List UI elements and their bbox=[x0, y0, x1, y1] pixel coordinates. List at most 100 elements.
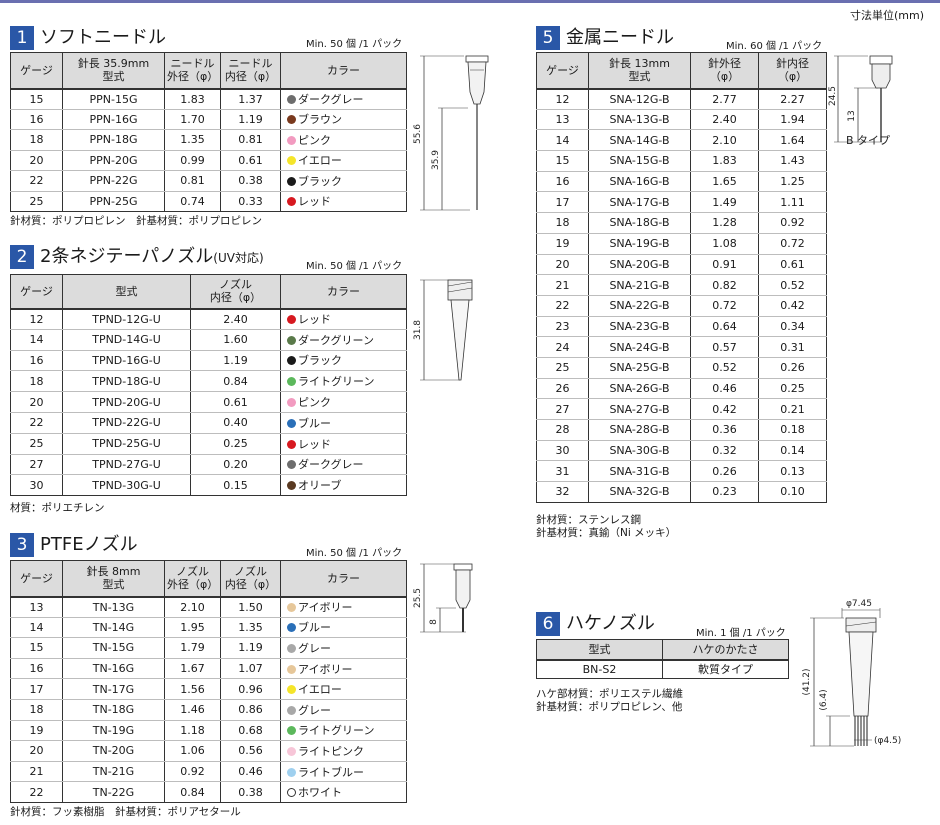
id-cell: 0.42 bbox=[758, 295, 827, 317]
od-cell: 1.70 bbox=[164, 109, 221, 130]
section-title: 2条ネジテーパノズル(UV対応) bbox=[40, 245, 264, 270]
taper-nozzle-drawing: 31.8 bbox=[413, 279, 473, 381]
column-header: ゲージ bbox=[536, 52, 589, 89]
g-cell: 21 bbox=[10, 761, 63, 783]
od-cell: 0.26 bbox=[690, 460, 759, 483]
id-cell: 0.26 bbox=[758, 357, 827, 379]
id-cell: 0.13 bbox=[758, 460, 827, 483]
model-cell: TN-19G bbox=[62, 720, 165, 742]
id-cell: 0.52 bbox=[758, 274, 827, 296]
id-cell: 1.64 bbox=[758, 129, 827, 152]
color-cell: ダークグレー bbox=[280, 88, 407, 110]
g-cell: 22 bbox=[10, 170, 63, 192]
material-note: 材質：ポリエチレン bbox=[10, 502, 105, 514]
color-cell: ピンク bbox=[280, 129, 407, 151]
model-cell: TPND-27G-U bbox=[62, 454, 191, 476]
id-cell: 1.07 bbox=[220, 658, 281, 680]
g-cell: 30 bbox=[536, 440, 589, 462]
model-cell: TPND-18G-U bbox=[62, 370, 191, 393]
model-cell: PPN-20G bbox=[62, 150, 165, 171]
model-cell: PPN-22G bbox=[62, 170, 165, 192]
id-cell: 0.56 bbox=[220, 740, 281, 762]
id-cell: 0.38 bbox=[220, 170, 281, 192]
model-cell: SNA-17G-B bbox=[588, 191, 691, 214]
color-dot-icon bbox=[287, 135, 296, 145]
od-cell: 1.18 bbox=[164, 720, 221, 742]
g-cell: 24 bbox=[536, 336, 589, 358]
od-cell: 0.99 bbox=[164, 150, 221, 171]
id-cell: 1.94 bbox=[758, 109, 827, 131]
g-cell: 16 bbox=[10, 350, 63, 372]
material-note-base: 針基材質：ポリプロピレン、他 bbox=[536, 701, 683, 713]
g-cell: 26 bbox=[536, 378, 589, 400]
color-dot-icon bbox=[287, 176, 296, 186]
g-cell: 16 bbox=[10, 109, 63, 130]
g-cell: 18 bbox=[10, 699, 63, 721]
g-cell: 20 bbox=[10, 150, 63, 171]
g-cell: 15 bbox=[10, 637, 63, 659]
model-cell: TN-14G bbox=[62, 617, 165, 639]
id-cell: 1.25 bbox=[758, 171, 827, 193]
od-cell: 1.83 bbox=[164, 88, 221, 110]
id-cell: 0.21 bbox=[758, 398, 827, 420]
g-cell: 22 bbox=[10, 412, 63, 434]
color-dot-icon bbox=[287, 439, 296, 449]
section-title: ソフトニードル bbox=[40, 27, 166, 48]
od-cell: 1.83 bbox=[690, 150, 759, 172]
column-header: 針内径（φ） bbox=[758, 52, 827, 89]
od-cell: 0.32 bbox=[690, 440, 759, 462]
g-cell: 12 bbox=[10, 308, 63, 330]
column-header: 型式 bbox=[536, 639, 663, 660]
color-cell: ライトグリーン bbox=[280, 720, 407, 742]
min-order: Min. 50 個 /1 パック bbox=[306, 261, 403, 272]
g-cell: 25 bbox=[10, 191, 63, 212]
column-header: ゲージ bbox=[10, 52, 63, 89]
id-cell: 1.35 bbox=[220, 617, 281, 639]
color-dot-icon bbox=[287, 788, 296, 798]
section-title: ハケノズル bbox=[566, 613, 655, 634]
model-cell: TN-13G bbox=[62, 596, 165, 618]
model-cell: PPN-15G bbox=[62, 88, 165, 110]
min-order: Min. 1 個 /1 パック bbox=[696, 628, 786, 639]
model-cell: TPND-22G-U bbox=[62, 412, 191, 434]
g-cell: 30 bbox=[10, 474, 63, 497]
model-cell: SNA-16G-B bbox=[588, 171, 691, 193]
model-cell: TN-16G bbox=[62, 658, 165, 680]
id-cell: 1.43 bbox=[758, 150, 827, 172]
od-cell: 0.92 bbox=[164, 761, 221, 783]
model-cell: SNA-20G-B bbox=[588, 254, 691, 276]
g-cell: 19 bbox=[10, 720, 63, 742]
color-dot-icon bbox=[287, 623, 296, 633]
model-cell: TPND-20G-U bbox=[62, 391, 191, 413]
color-dot-icon bbox=[287, 726, 296, 736]
material-note: 針材質：フッ素樹脂 針基材質：ポリアセタール bbox=[10, 806, 241, 818]
g-cell: 22 bbox=[536, 295, 589, 317]
color-dot-icon bbox=[287, 705, 296, 715]
section-title-sub: (UV対応) bbox=[213, 251, 264, 265]
column-header: 型式 bbox=[62, 274, 191, 309]
color-cell: レッド bbox=[280, 308, 407, 330]
color-dot-icon bbox=[287, 115, 296, 125]
g-cell: 14 bbox=[10, 329, 63, 351]
g-cell: 28 bbox=[536, 419, 589, 441]
id-cell: 0.20 bbox=[190, 454, 281, 476]
model-cell: TPND-12G-U bbox=[62, 308, 191, 330]
od-cell: 2.10 bbox=[164, 596, 221, 618]
od-cell: 0.74 bbox=[164, 191, 221, 212]
g-cell: 15 bbox=[536, 150, 589, 172]
